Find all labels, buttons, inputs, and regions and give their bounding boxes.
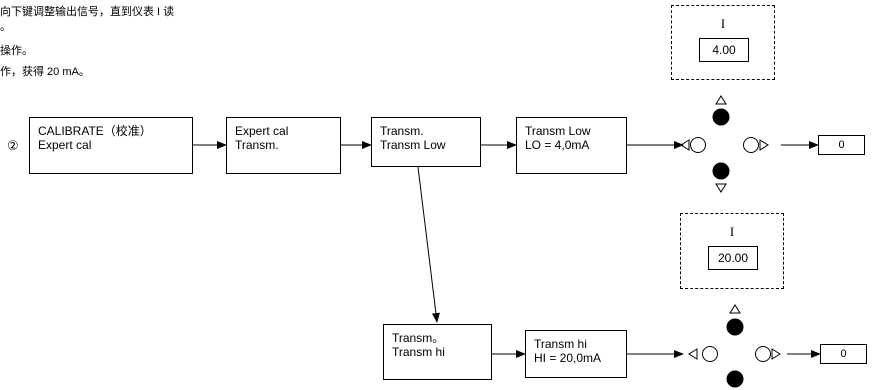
right-key-icon [743,137,759,153]
up-key-icon [712,108,730,126]
instruction-line-4: 作，获得 20 mA。 [0,66,90,78]
right-triangle-icon [771,348,781,360]
menu-box-transm-hi: Transm hi HI = 20,0mA [525,330,627,378]
up-key-icon [726,318,744,336]
menu-box-transm-low: Transm Low LO = 4,0mA [516,117,627,174]
box-line: Transm hi [392,345,445,359]
up-triangle-icon [729,304,741,314]
box-line: Transm hi [534,337,587,351]
box-line: Expert cal [235,124,289,138]
down-triangle-icon [715,183,727,193]
instruction-line-2: 。 [0,21,11,33]
right-key-icon [755,346,771,362]
box-line: CALIBRATE（校准） [38,124,152,138]
output-box-low: 0 [818,135,865,155]
arrow-down [417,166,440,323]
meter-label: I [720,16,726,31]
left-triangle-icon [680,139,690,151]
right-triangle-icon [759,139,769,151]
box-line: LO = 4,0mA [525,138,590,152]
left-key-icon [702,346,718,362]
meter-high-value: 20.00 [708,246,758,270]
box-line: HI = 20,0mA [534,351,602,365]
meter-low-value: 4.00 [699,38,749,62]
meter-low-display: I 4.00 [671,5,775,80]
menu-box-transm-hi-entry: Transm。 Transm hi [383,324,492,380]
left-triangle-icon [688,348,698,360]
box-line: Transm。 [392,331,445,345]
down-key-icon [712,162,730,180]
keypad-low [680,95,769,193]
instruction-line-1: 向下键调整输出信号，直到仪表 I 读 [0,6,175,18]
menu-box-transm: Transm. Transm Low [371,117,481,167]
meter-high-display: I 20.00 [680,213,784,289]
box-line: Transm. [235,138,279,152]
meter-label: I [729,224,735,239]
menu-box-expert-cal: Expert cal Transm. [226,117,341,174]
up-triangle-icon [715,95,727,105]
keypad-high [688,304,781,388]
output-box-high: 0 [820,344,867,364]
box-line: Transm Low [525,124,591,138]
step-number: ② [7,138,19,153]
box-line: Expert cal [38,138,92,152]
box-line: Transm. [380,124,424,138]
instruction-line-3: 操作。 [0,45,33,57]
menu-box-calibrate: CALIBRATE（校准） Expert cal [29,117,193,174]
down-key-icon [726,370,744,388]
left-key-icon [690,137,706,153]
box-line: Transm Low [380,138,446,152]
